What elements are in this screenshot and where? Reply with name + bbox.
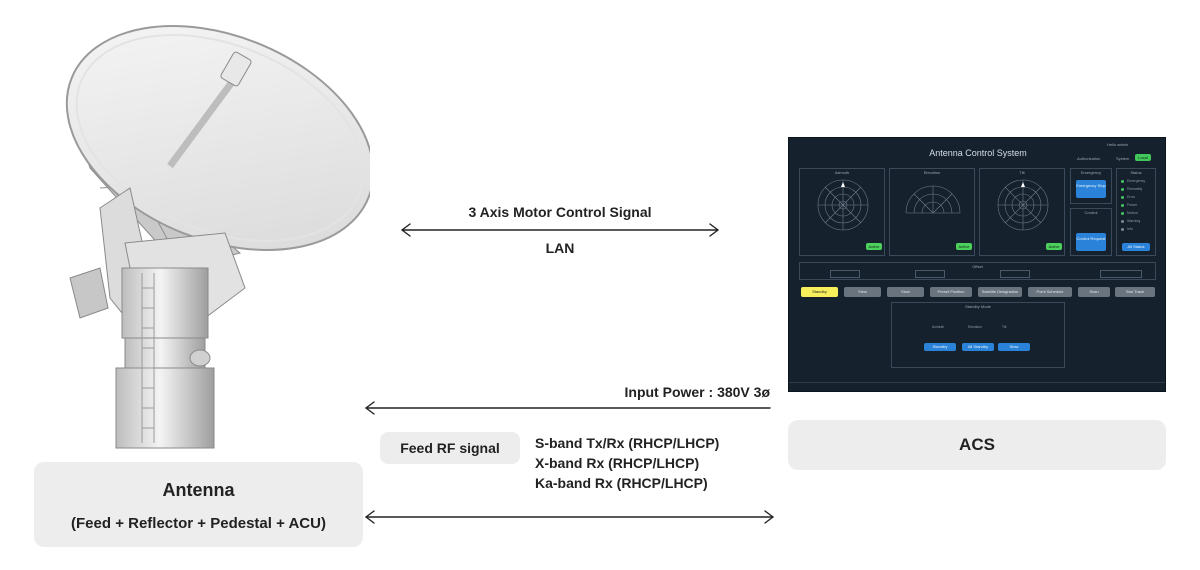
control-request-button[interactable]: Control Request bbox=[1076, 233, 1106, 251]
tilt-polar-icon bbox=[997, 179, 1049, 231]
mode-schedule-button[interactable]: Point Schedule bbox=[1028, 287, 1072, 297]
band-s-label: S-band Tx/Rx (RHCP/LHCP) bbox=[535, 435, 720, 451]
antenna-illustration bbox=[65, 25, 370, 449]
azimuth-polar-icon bbox=[817, 179, 869, 231]
elevation-polar-icon bbox=[905, 185, 961, 214]
mode-stow-button[interactable]: Stow bbox=[887, 287, 924, 297]
stow-button[interactable]: Stow bbox=[998, 343, 1030, 351]
antenna-title: Antenna bbox=[162, 480, 235, 500]
mode-preset-button[interactable]: Preset Position bbox=[930, 287, 972, 297]
motor-signal-label: 3 Axis Motor Control Signal bbox=[468, 204, 652, 220]
acs-box: ACS bbox=[788, 420, 1166, 470]
acs-screen-title: Antenna Control System bbox=[929, 148, 1027, 158]
lan-label: LAN bbox=[545, 240, 575, 256]
mode-designation-button[interactable]: Satellite Designation bbox=[978, 287, 1022, 297]
azimuth-active-button[interactable]: Active bbox=[866, 243, 882, 250]
status-panel: Status Emergency Remotely Error Power Mo… bbox=[1116, 168, 1156, 256]
status-item: Emergency bbox=[1127, 179, 1146, 183]
acs-user-label: Hello admin bbox=[1107, 142, 1129, 147]
feed-rf-badge: Feed RF signal bbox=[380, 432, 520, 464]
acs-auth-label: Authorization bbox=[1077, 156, 1101, 161]
status-item: Motion bbox=[1127, 211, 1138, 215]
acs-local-pill: Local bbox=[1135, 154, 1151, 161]
standby-button[interactable]: Standby bbox=[924, 343, 956, 351]
status-item: Info bbox=[1127, 227, 1133, 231]
status-item: Error bbox=[1127, 195, 1135, 199]
mode-scan-button[interactable]: Scan bbox=[1078, 287, 1110, 297]
acs-system-label: System bbox=[1116, 156, 1130, 161]
elevation-panel: Elevation Active bbox=[889, 168, 975, 256]
mode-slew-button[interactable]: Slew bbox=[844, 287, 881, 297]
emergency-stop-button[interactable]: Emergency Stop bbox=[1076, 180, 1106, 198]
band-x-label: X-band Rx (RHCP/LHCP) bbox=[535, 455, 700, 471]
band-ka-label: Ka-band Rx (RHCP/LHCP) bbox=[535, 475, 708, 491]
azimuth-panel: Azimuth Active bbox=[799, 168, 885, 256]
standby-option-elevation[interactable]: Elevation bbox=[968, 325, 982, 329]
status-panel-title: Status bbox=[1130, 170, 1142, 175]
all-status-button[interactable]: All Status bbox=[1122, 243, 1150, 251]
elevation-active-button[interactable]: Active bbox=[956, 243, 972, 250]
antenna-subtitle: (Feed + Reflector + Pedestal + ACU) bbox=[71, 515, 326, 532]
status-item: Warning bbox=[1127, 219, 1141, 223]
status-item: Power bbox=[1127, 203, 1138, 207]
standby-mode-title: Standby Mode bbox=[965, 304, 991, 309]
offset-panel: Offset bbox=[799, 262, 1156, 280]
tilt-panel: Tilt Active bbox=[979, 168, 1065, 256]
control-panel: Control Control Request bbox=[1070, 208, 1112, 256]
antenna-box: Antenna (Feed + Reflector + Pedestal + A… bbox=[34, 462, 363, 547]
standby-mode-panel: Standby Mode Azimuth Elevation Tilt Stan… bbox=[891, 302, 1065, 368]
offset-panel-title: Offset bbox=[972, 264, 983, 269]
status-item: Remotely bbox=[1127, 187, 1143, 191]
mode-standby-button[interactable]: Standby bbox=[801, 287, 838, 297]
elevation-panel-title: Elevation bbox=[923, 170, 941, 175]
mode-startrack-button[interactable]: Star Track bbox=[1115, 287, 1155, 297]
emergency-panel: Emergency Emergency Stop bbox=[1070, 168, 1112, 204]
tilt-active-button[interactable]: Active bbox=[1046, 243, 1062, 250]
input-power-label: Input Power : 380V 3ø bbox=[624, 384, 770, 400]
standby-option-tilt[interactable]: Tilt bbox=[1002, 325, 1007, 329]
azimuth-panel-title: Azimuth bbox=[834, 170, 850, 175]
control-panel-title: Control bbox=[1084, 210, 1098, 215]
emergency-panel-title: Emergency bbox=[1080, 170, 1102, 175]
standby-option-azimuth[interactable]: Azimuth bbox=[932, 325, 945, 329]
acs-screen: Antenna Control System Hello admin Autho… bbox=[788, 137, 1166, 392]
tilt-panel-title: Tilt bbox=[1019, 170, 1025, 175]
all-standby-button[interactable]: All Standby bbox=[962, 343, 994, 351]
